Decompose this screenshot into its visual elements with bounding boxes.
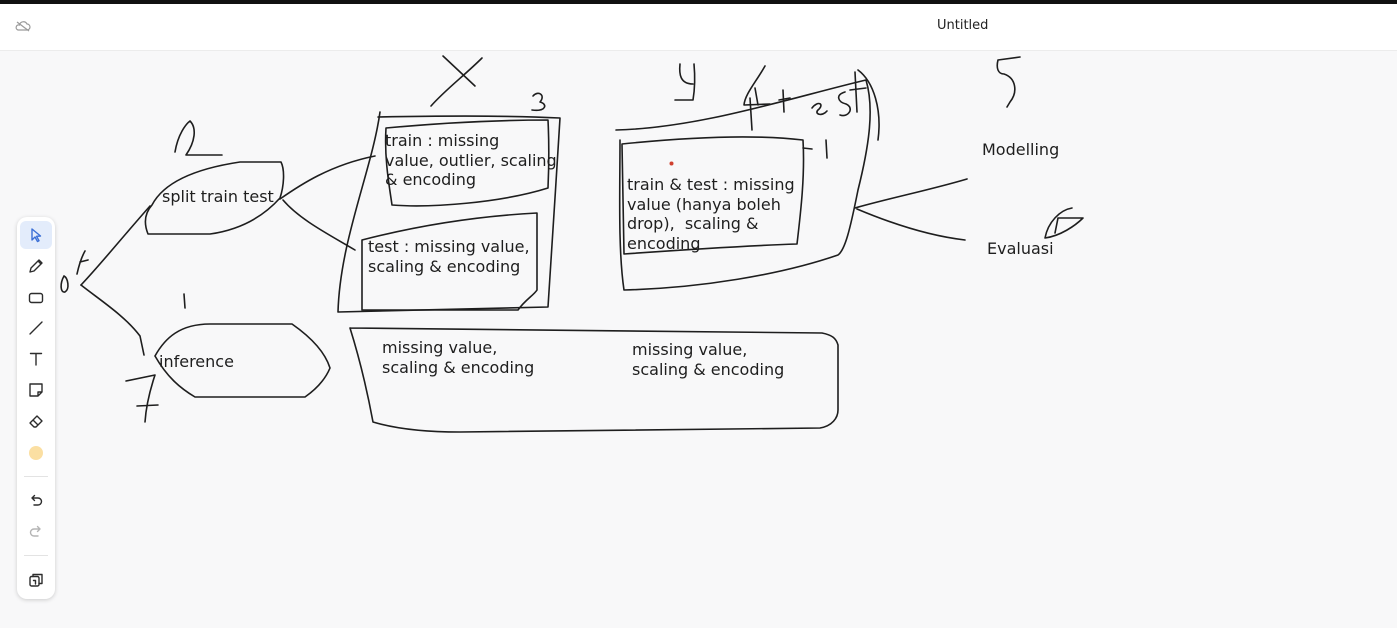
label-evaluasi[interactable]: Evaluasi xyxy=(987,239,1054,258)
label-inference-missing-value-1[interactable]: missing value, scaling & encoding xyxy=(382,338,535,377)
title-bar: Untitled xyxy=(0,4,1397,51)
drawing-toolbar xyxy=(17,217,55,599)
redo-button[interactable] xyxy=(20,517,52,545)
color-picker-button[interactable] xyxy=(20,439,52,467)
undo-button[interactable] xyxy=(20,486,52,514)
hand-drawn-strokes xyxy=(60,55,1084,433)
draw-tool-button[interactable] xyxy=(20,252,52,280)
eraser-tool-button[interactable] xyxy=(20,407,52,435)
whiteboard-canvas[interactable]: split train test train : missing value, … xyxy=(0,51,1397,628)
rectangle-icon xyxy=(28,292,44,304)
red-dot-mark xyxy=(669,161,674,166)
sticky-note-tool-button[interactable] xyxy=(20,376,52,404)
label-train-box[interactable]: train : missing value, outlier, scaling … xyxy=(385,131,557,189)
document-title[interactable]: Untitled xyxy=(937,18,989,33)
text-icon xyxy=(29,352,43,366)
window-top-edge xyxy=(0,0,1397,4)
label-train-test-box[interactable]: train & test : missing value (hanya bole… xyxy=(627,175,795,253)
label-modelling[interactable]: Modelling xyxy=(982,140,1060,159)
label-split-train-test[interactable]: split train test xyxy=(162,187,274,206)
label-test-box[interactable]: test : missing value, scaling & encoding xyxy=(368,237,530,276)
toolbar-divider xyxy=(24,555,48,556)
eraser-icon xyxy=(29,415,43,428)
select-tool-button[interactable] xyxy=(20,221,52,249)
color-swatch-icon xyxy=(29,446,43,460)
sticky-note-icon xyxy=(29,383,43,397)
undo-icon xyxy=(31,494,43,506)
line-icon xyxy=(29,321,43,335)
pages-button[interactable] xyxy=(20,566,52,594)
pages-icon xyxy=(29,573,43,587)
label-inference-missing-value-2[interactable]: missing value, scaling & encoding xyxy=(632,340,785,379)
line-tool-button[interactable] xyxy=(20,314,52,342)
redo-icon xyxy=(29,525,41,537)
cursor-icon xyxy=(31,228,42,243)
label-inference[interactable]: inference xyxy=(159,352,234,371)
text-tool-button[interactable] xyxy=(20,345,52,373)
toolbar-divider xyxy=(24,476,48,477)
pencil-icon xyxy=(29,259,43,273)
rectangle-tool-button[interactable] xyxy=(20,284,52,312)
cloud-icon[interactable] xyxy=(15,19,31,33)
